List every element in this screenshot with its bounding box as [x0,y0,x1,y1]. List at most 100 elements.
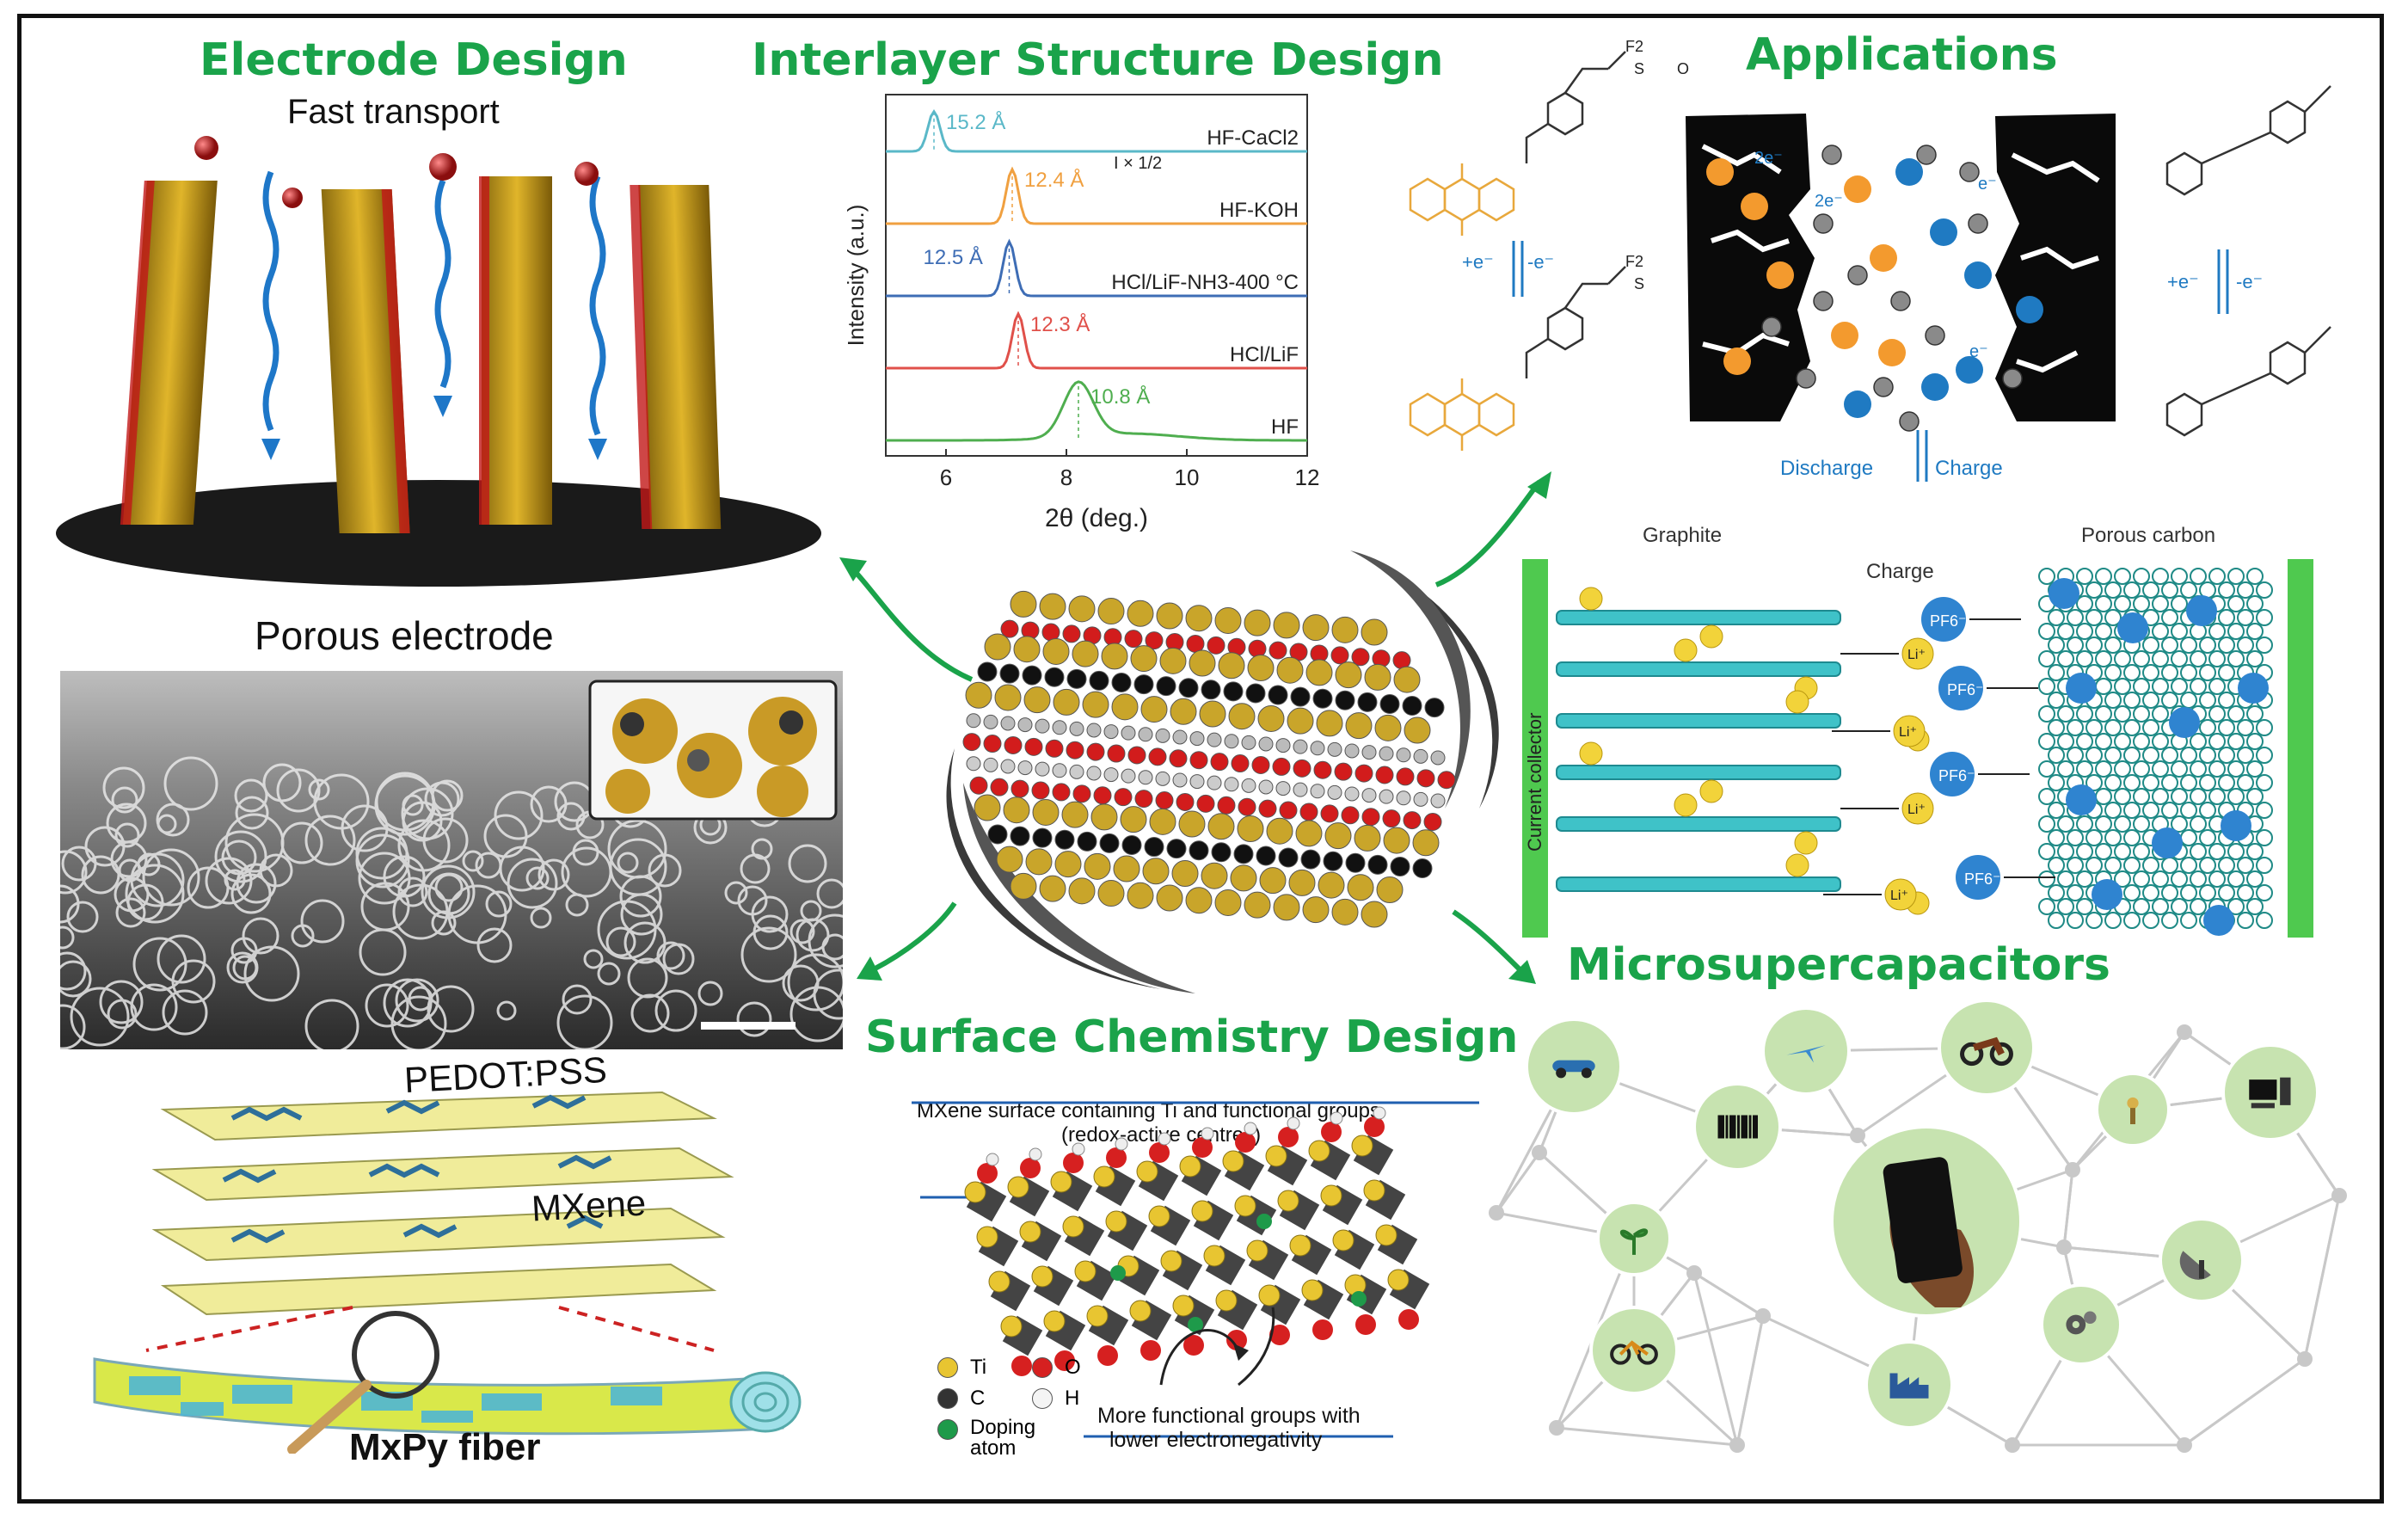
series-line [886,380,1307,442]
pf6-label: PF6⁻ [1938,767,1975,784]
current-collector-bar [1522,559,1548,938]
ion-flow-arrows [262,170,606,436]
sem-sphere [597,962,621,986]
pf6-ion [2203,905,2234,936]
sem-sphere [624,921,666,964]
sem-sphere [462,850,484,872]
anion [1925,325,1945,346]
sem-sphere [530,907,552,929]
smartphone-icon [1830,1125,2023,1318]
network-node [2065,1162,2080,1178]
o-atom-top: O [1677,60,1689,77]
plus-e-left: +e⁻ [1462,251,1494,273]
sem-micrograph [60,671,843,1049]
sem-sphere [654,989,697,1032]
li-ion [1674,793,1698,817]
cation-orange [1878,339,1906,366]
sem-sphere [115,897,146,928]
pedot-mxene-layers [151,1091,734,1316]
graphite-label: Graphite [1643,524,1722,547]
pf6-ion [2066,784,2097,815]
magnifier-glass [352,1311,439,1399]
current-collector-bar-right [2288,559,2313,938]
sem-sphere [408,986,433,1012]
cation-orange [1741,193,1768,220]
two-e-label-1: 2e⁻ [1754,149,1783,168]
sem-sphere [740,853,771,884]
e-label-2: e⁻ [1969,342,1988,361]
sem-sphere [355,833,410,889]
sem-sphere [402,801,443,842]
sem-sphere [60,960,92,998]
sem-sphere [796,918,830,952]
surface-note-line1: More functional groups with [1097,1404,1361,1428]
x-tick-label: 10 [1175,464,1200,490]
sem-sphere [224,869,246,891]
sem-sphere [171,959,216,1004]
sem-sphere [617,852,639,874]
sem-sphere [110,840,148,878]
graphite-layer [1556,816,1841,832]
scale-note: I × 1/2 [1114,154,1162,173]
porous-carbon-label: Porous carbon [2081,524,2215,547]
magnifier-handle [287,1380,372,1454]
li-ion [1785,690,1809,714]
mxene-pillar-1 [120,181,218,525]
sem-sphere [525,866,550,890]
sem-sphere [397,876,428,907]
network-node [2331,1188,2347,1203]
series-label: HCl/LiF-NH3-400 °C [1111,271,1299,294]
ion-ball [429,153,457,181]
sem-sphere [341,804,389,852]
plot-frame [885,94,1308,457]
title-interlayer-design: Interlayer Structure Design [752,34,1444,86]
li-label: Li⁺ [1899,725,1917,740]
bicycle-icon [1589,1306,1679,1395]
sem-sphere [221,839,257,876]
two-e-label-2: 2e⁻ [1815,192,1843,211]
sem-sphere [132,937,187,992]
anion [1813,213,1834,234]
sem-sphere [102,766,145,809]
factory-icon [1864,1340,1954,1430]
sem-sphere [424,781,460,817]
network-node [2056,1239,2072,1255]
anion [1813,291,1834,311]
anion [1847,265,1868,286]
sem-sphere [99,980,144,1024]
pf6-ion [2092,879,2122,910]
anion [2002,368,2023,389]
series-line [886,311,1307,370]
peak-label: 12.4 Å [1024,168,1084,192]
network-node [1850,1128,1865,1143]
li-label: Li⁺ [1890,889,1908,903]
sem-inset [588,680,838,821]
dual-ion-device: F2 S O F2 S +e⁻ -e⁻ +e⁻ -e⁻ [1409,38,2331,482]
fiber-label: MxPy fiber [349,1426,541,1468]
li-ion [1674,638,1698,662]
sem-sphere [494,790,544,840]
peak-label: 12.5 Å [924,245,983,269]
cation-blue [1956,356,1983,384]
sem-sphere [60,926,75,950]
anion [1761,317,1782,337]
substrate-disk [56,480,821,587]
sem-sphere [300,899,345,944]
sem-sphere [236,863,277,904]
right-electrode [1995,114,2116,421]
series-label: HCl/LiF [1230,343,1299,366]
sem-sphere [157,934,206,984]
porous-carbon-mesh [2038,568,2273,936]
series-line [886,238,1307,298]
sem-sphere [583,949,604,969]
sem-sphere [507,858,558,909]
sem-sphere [627,957,668,999]
anthraquinone-bottom [1409,378,1515,451]
sem-sphere [291,924,315,948]
sem-sphere [736,1001,772,1037]
pf6-ion [2049,578,2079,609]
sem-sphere [392,883,449,940]
graphite-layer [1556,765,1841,780]
key-icon [2095,1072,2171,1147]
